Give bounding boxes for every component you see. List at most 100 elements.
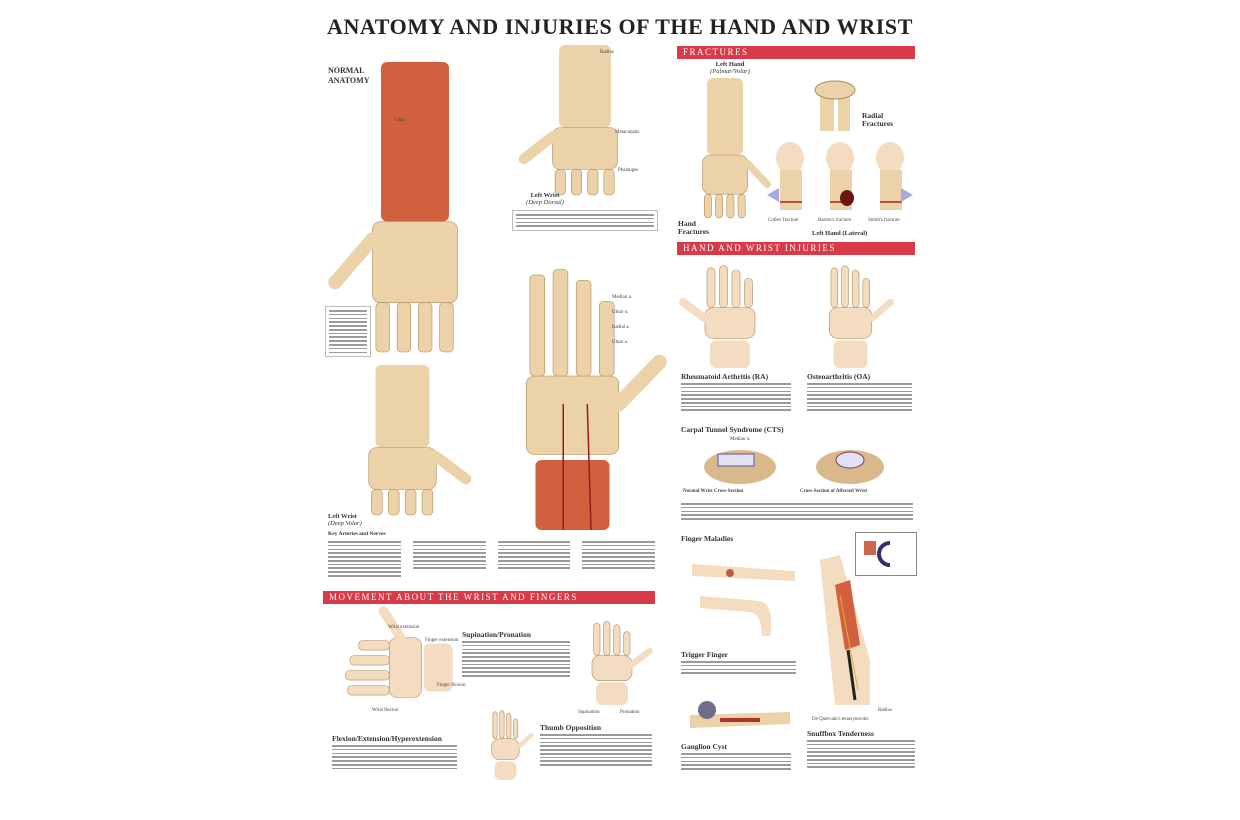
thumb <box>328 232 380 290</box>
cts-cross-sections <box>700 441 890 485</box>
vessels <box>562 403 592 531</box>
finger-flexion-label: Finger flexion <box>437 683 466 688</box>
finger <box>862 277 870 308</box>
finger <box>421 489 434 516</box>
dorsal-wrist-illustration <box>518 45 650 196</box>
muscle-hand-illustration <box>328 62 500 353</box>
label-phalanges: Phalanges <box>618 168 639 173</box>
finger <box>571 169 583 196</box>
thumb <box>611 354 667 412</box>
forearm <box>710 340 750 368</box>
finger <box>371 489 383 516</box>
supination-label: Supination <box>578 710 600 715</box>
forearm <box>596 682 628 705</box>
thumb-heading: Thumb Opposition <box>540 723 602 732</box>
forearm <box>707 78 743 155</box>
ra-text <box>681 383 791 412</box>
arrow-left <box>767 188 779 202</box>
injuries-band: HAND AND WRIST INJURIES <box>677 242 915 255</box>
finger <box>439 302 454 353</box>
radius-label: Radius <box>878 708 892 713</box>
volar-muscle-illustration <box>480 250 667 531</box>
palm <box>702 154 748 195</box>
finger-extension-label: Finger extension <box>425 638 459 643</box>
dorsal-subcaption: (Deep Dorsal) <box>526 199 564 206</box>
snuffbox-text <box>807 740 915 769</box>
left-hand-caption: Left Hand <box>715 61 745 68</box>
finger <box>554 169 566 196</box>
finger <box>719 265 728 308</box>
trigger-heading: Trigger Finger <box>681 650 728 659</box>
finger <box>613 624 621 656</box>
palm <box>552 127 618 170</box>
lateral-caption: Left Hand (Lateral) <box>812 230 868 237</box>
flexion-extension-illustration <box>335 606 455 725</box>
palm <box>704 307 756 339</box>
trigger-text <box>681 661 796 674</box>
pronation-label: Pronation <box>620 710 640 715</box>
ulna-bone <box>838 91 850 131</box>
forearm <box>559 45 611 128</box>
supination-text <box>462 641 570 677</box>
snuffbox-illustration <box>810 555 880 710</box>
finger <box>715 193 724 219</box>
cts-text <box>681 503 913 520</box>
palm <box>372 221 458 303</box>
finger <box>726 193 735 219</box>
ganglion-illustration <box>685 690 795 735</box>
finger <box>529 274 546 377</box>
thumb <box>517 732 534 749</box>
oa-hand-illustration <box>808 258 894 368</box>
dequervain-label: De Quervain's tenosynovitis <box>812 717 869 722</box>
maladies-heading: Finger Maladies <box>681 534 734 543</box>
palm <box>368 447 437 490</box>
volar-wrist-illustration <box>335 365 472 516</box>
label-ulnar-nerve: Ulnar n. <box>612 310 629 315</box>
forearm <box>375 365 430 448</box>
palm <box>828 307 873 339</box>
finger <box>587 169 599 196</box>
thumb <box>868 298 894 322</box>
finger <box>358 640 390 651</box>
finger <box>418 302 433 353</box>
wrist-fracture-0 <box>776 142 804 210</box>
radial-fracture-illustration <box>810 76 860 131</box>
thumb <box>518 131 558 165</box>
label-ulnar-artery: Ulnar a. <box>612 340 629 345</box>
key-arteries-heading: Key Arteries and Nerves <box>328 531 386 537</box>
palm <box>388 637 422 698</box>
finger <box>593 622 601 656</box>
normal-cs-label: Normal Wrist Cross-Section <box>683 489 744 494</box>
barton-label: Barton's fracture <box>818 218 852 223</box>
finger <box>737 193 746 219</box>
finger <box>506 712 512 740</box>
hand-fractures-label: Hand Fractures <box>678 219 710 236</box>
poster-title: ANATOMY AND INJURIES OF THE HAND AND WRI… <box>326 14 914 39</box>
abbreviations-box <box>325 306 371 358</box>
key-box <box>512 210 658 231</box>
label-median-nerve: Median n. <box>612 295 633 300</box>
ra-hand-illustration <box>679 258 780 368</box>
palm <box>491 738 520 761</box>
forearm <box>423 643 453 692</box>
finger <box>513 718 519 740</box>
finger <box>404 489 417 516</box>
label-radius: Radius <box>600 50 614 55</box>
affected-cs-label: Cross-Section of Affected Wrist <box>800 489 868 494</box>
finger <box>552 269 569 377</box>
finger <box>499 709 505 740</box>
forearm <box>535 460 610 530</box>
left-hand-subcaption: (Palmar/Volar) <box>710 68 750 75</box>
finger <box>841 265 849 308</box>
finger <box>345 670 390 681</box>
movement-band: MOVEMENT ABOUT THE WRIST AND FINGERS <box>323 591 655 604</box>
finger <box>623 631 631 656</box>
hand-fractures-illustration <box>680 78 771 219</box>
finger <box>731 269 741 308</box>
thumb <box>743 159 771 189</box>
thumb <box>679 298 709 323</box>
ganglion-text <box>681 753 791 770</box>
forearm <box>833 340 868 368</box>
ganglion-heading: Ganglion Cyst <box>681 742 728 751</box>
oa-heading: Osteoarthritis (OA) <box>807 372 871 381</box>
